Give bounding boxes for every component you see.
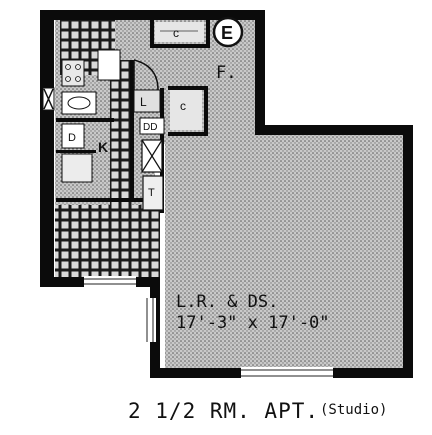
apartment-subtitle: (Studio) bbox=[320, 402, 388, 418]
bathtub bbox=[142, 175, 164, 211]
linen-closet-label: L bbox=[140, 95, 147, 109]
windows bbox=[42, 87, 333, 379]
top-closet-label: c bbox=[173, 26, 179, 40]
living-room-name: L.R. & DS. bbox=[176, 292, 279, 312]
bathroom-door-arc bbox=[133, 59, 159, 91]
kitchen-counter bbox=[61, 153, 93, 183]
cabinet-label: DD bbox=[143, 122, 157, 133]
stove bbox=[61, 59, 85, 87]
bathtub-label: T bbox=[148, 187, 155, 199]
foyer-closet bbox=[170, 90, 202, 130]
living-room-floor bbox=[165, 130, 405, 370]
elevator-icon bbox=[212, 16, 244, 48]
hall-tile-floor bbox=[110, 60, 132, 205]
elevator-label: E bbox=[221, 23, 233, 43]
apartment-type: 2 1/2 RM. APT. bbox=[128, 399, 320, 423]
foyer-closet-label: c bbox=[180, 99, 186, 113]
dishwasher-label: D bbox=[68, 132, 76, 144]
bathroom-tile-floor bbox=[55, 205, 160, 277]
dishwasher bbox=[61, 123, 85, 149]
living-room-label: L.R. & DS. 17'-3" x 17'-0" bbox=[176, 292, 330, 334]
living-room-dimensions: 17'-3" x 17'-0" bbox=[176, 313, 330, 333]
refrigerator bbox=[97, 49, 121, 81]
sink bbox=[61, 91, 97, 115]
cabinet bbox=[139, 117, 165, 135]
kitchen-label: K bbox=[98, 139, 108, 155]
plan-title: 2 1/2 RM. APT. (Studio) bbox=[118, 395, 418, 425]
foyer-label: F. bbox=[216, 63, 236, 83]
top-closet bbox=[155, 22, 204, 42]
linen-closet bbox=[133, 89, 161, 113]
